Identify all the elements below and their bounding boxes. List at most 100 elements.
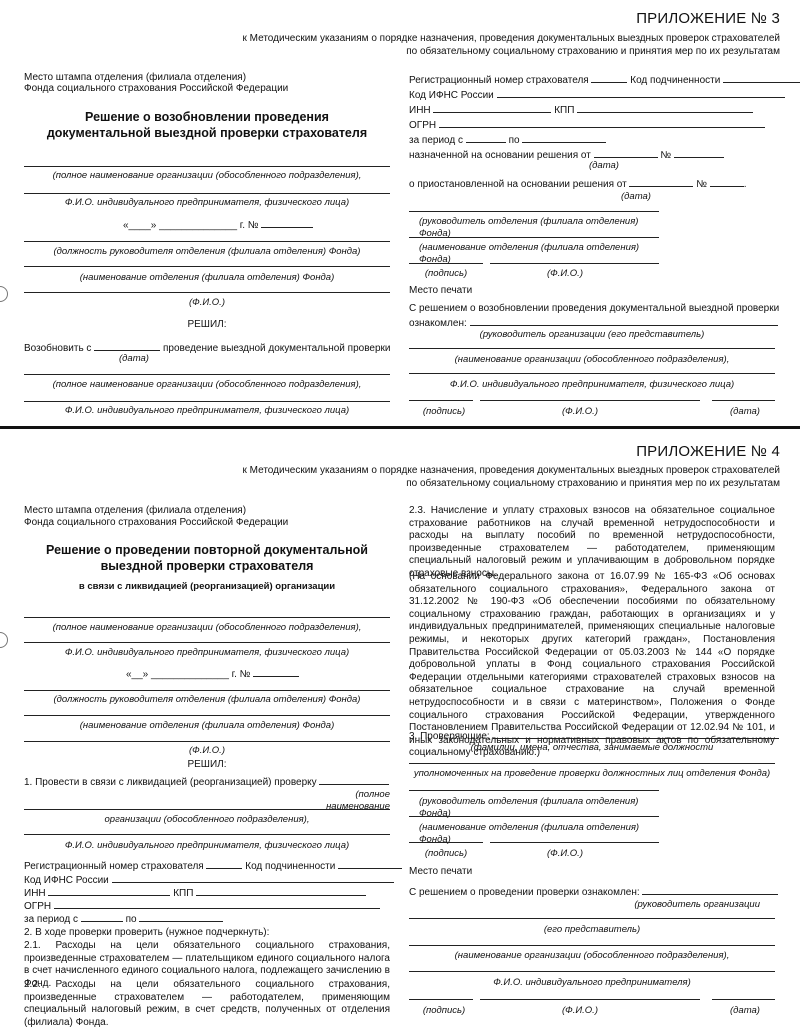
based-on-number-sign: № [660, 150, 672, 161]
sub-code-field[interactable] [723, 73, 800, 83]
period-from-field[interactable] [465, 133, 506, 143]
ifns-label: Код ИФНС России [24, 875, 109, 886]
final-fio-field[interactable] [480, 400, 700, 401]
kpp-label: КПП [554, 105, 575, 116]
fio-field-5[interactable] [24, 834, 390, 835]
ifns-field[interactable] [496, 88, 785, 98]
suspended-number-field[interactable] [709, 177, 744, 187]
org-name-field-3[interactable] [409, 348, 775, 349]
item-1-label: 1. Провести в связи с ликвидацией (реорг… [24, 777, 317, 788]
period-to-label: по [125, 914, 137, 925]
signature-field-4[interactable] [409, 842, 483, 843]
item-1-field[interactable] [319, 775, 390, 785]
head-caption-4: (руководитель отделения (филиала отделен… [419, 796, 639, 819]
ogrn-field[interactable] [438, 118, 765, 128]
inn-field[interactable] [48, 886, 171, 896]
fio-head-field-4[interactable] [24, 741, 390, 742]
period-from-field[interactable] [80, 912, 123, 922]
org-name-field-4[interactable] [24, 617, 390, 618]
ip-fio-field-4[interactable] [409, 971, 775, 972]
final-signature-field[interactable] [409, 400, 473, 401]
final-fio-field-4[interactable] [480, 999, 700, 1000]
inspectors-field[interactable] [492, 729, 779, 739]
item-2-2-text[interactable]: 2.2. Расходы на цели обязательного социа… [24, 979, 390, 1028]
resume-label: Возобновить с [24, 343, 92, 354]
final-fio-caption-4: (Ф.И.О.) [562, 1005, 598, 1016]
inn-kpp-row: ИНН КПП [409, 103, 754, 118]
fio-head-field[interactable] [24, 292, 390, 293]
signature-caption: (подпись) [424, 268, 468, 279]
inspectors-caption: (фамилии, имена, отчества, занимаемые до… [470, 742, 714, 753]
period-to-field[interactable] [522, 133, 607, 143]
ogrn-row-4: ОГРН [24, 899, 380, 914]
suspended-date-caption: (дата) [621, 191, 651, 202]
full-name-caption: (полное наименование [326, 789, 390, 812]
based-on-number-field[interactable] [673, 148, 724, 158]
signature-field[interactable] [409, 263, 483, 264]
decision-number-field[interactable] [261, 218, 314, 228]
item-3-row: 3. Проверяющие: [409, 729, 779, 744]
head-signature-field-4[interactable] [409, 790, 659, 791]
kpp-field[interactable] [196, 886, 367, 896]
fio-head-caption-4: (Ф.И.О.) [189, 745, 225, 756]
resume-rest-label: проведение выездной документальной прове… [163, 343, 391, 354]
sub-code-field[interactable] [338, 859, 403, 869]
appendix-4-subtitle: к Методическим указаниям о порядке назна… [243, 464, 780, 490]
org-cont-caption: организации (обособленного подразделения… [104, 814, 310, 825]
item-2-1-text[interactable]: 2.1. Расходы на цели обязательного социа… [24, 940, 390, 989]
based-on-label: назначенной на основании решения от [409, 150, 591, 161]
decision-number-field-4[interactable] [253, 667, 300, 677]
final-date-field[interactable] [712, 400, 775, 401]
org-name-field-5[interactable] [409, 945, 775, 946]
ogrn-field[interactable] [53, 899, 380, 909]
position-field[interactable] [24, 241, 390, 242]
branch-field[interactable] [24, 266, 390, 267]
item-2-label: 2. В ходе проверки проверить (нужное под… [24, 927, 270, 938]
org-name-field-2[interactable] [24, 374, 390, 375]
legal-basis-text: (На основании Федерального закона от 16.… [409, 571, 775, 759]
date-number-label-4: «__» ______________ г. № [126, 669, 251, 680]
org-name-caption-5: (наименование организации (обособленного… [454, 950, 730, 961]
inn-field[interactable] [433, 103, 552, 113]
head-signature-field[interactable] [409, 211, 659, 212]
branch-name-field-4[interactable] [409, 816, 659, 817]
reg-number-field[interactable] [591, 73, 628, 83]
fio-field-2[interactable] [24, 401, 390, 402]
acquainted-field-4[interactable] [642, 885, 779, 895]
org-name-field[interactable] [24, 166, 390, 167]
signature-fio-field[interactable] [490, 263, 659, 264]
appendix-3-heading: ПРИЛОЖЕНИЕ № 3 [636, 10, 780, 27]
acquainted-field[interactable] [469, 316, 778, 326]
reg-number-field[interactable] [206, 859, 243, 869]
period-to-field[interactable] [139, 912, 224, 922]
fio-field-4[interactable] [24, 642, 390, 643]
date-number-row-4: «__» ______________ г. № [126, 667, 300, 682]
period-row: за период с по [409, 133, 607, 148]
appendix-4-heading: ПРИЛОЖЕНИЕ № 4 [636, 443, 780, 460]
ip-fio-field[interactable] [409, 373, 775, 374]
branch-field-4[interactable] [24, 715, 390, 716]
fio-field[interactable] [24, 193, 390, 194]
item-1-row: 1. Провести в связи с ликвидацией (реорг… [24, 775, 390, 790]
representative-field[interactable] [409, 918, 775, 919]
suspended-label: о приостановленной на основании решения … [409, 179, 627, 190]
ifns-field[interactable] [111, 873, 394, 883]
authorized-field[interactable] [409, 763, 775, 764]
branch-name-caption-4: (наименование отделения (филиала отделен… [419, 822, 640, 845]
resume-date-field[interactable] [94, 341, 161, 351]
final-date-field-4[interactable] [712, 999, 775, 1000]
fio-caption: Ф.И.О. индивидуального предпринимателя, … [64, 197, 350, 208]
org-cont-field[interactable] [24, 809, 390, 810]
suspended-date-field[interactable] [629, 177, 694, 187]
branch-name-field[interactable] [409, 237, 659, 238]
reg-number-label: Регистрационный номер страхователя [24, 861, 204, 872]
position-field-4[interactable] [24, 690, 390, 691]
kpp-field[interactable] [577, 103, 754, 113]
decision-3-title-line-2: документальной выездной проверки страхов… [46, 126, 368, 140]
ogrn-label: ОГРН [409, 120, 437, 131]
final-signature-field-4[interactable] [409, 999, 473, 1000]
based-on-date-field[interactable] [593, 148, 658, 158]
period-row-4: за период с по [24, 912, 224, 927]
signature-fio-field-4[interactable] [490, 842, 659, 843]
item-2-3-text[interactable]: 2.3. Начисление и уплату страховых взнос… [409, 505, 775, 579]
